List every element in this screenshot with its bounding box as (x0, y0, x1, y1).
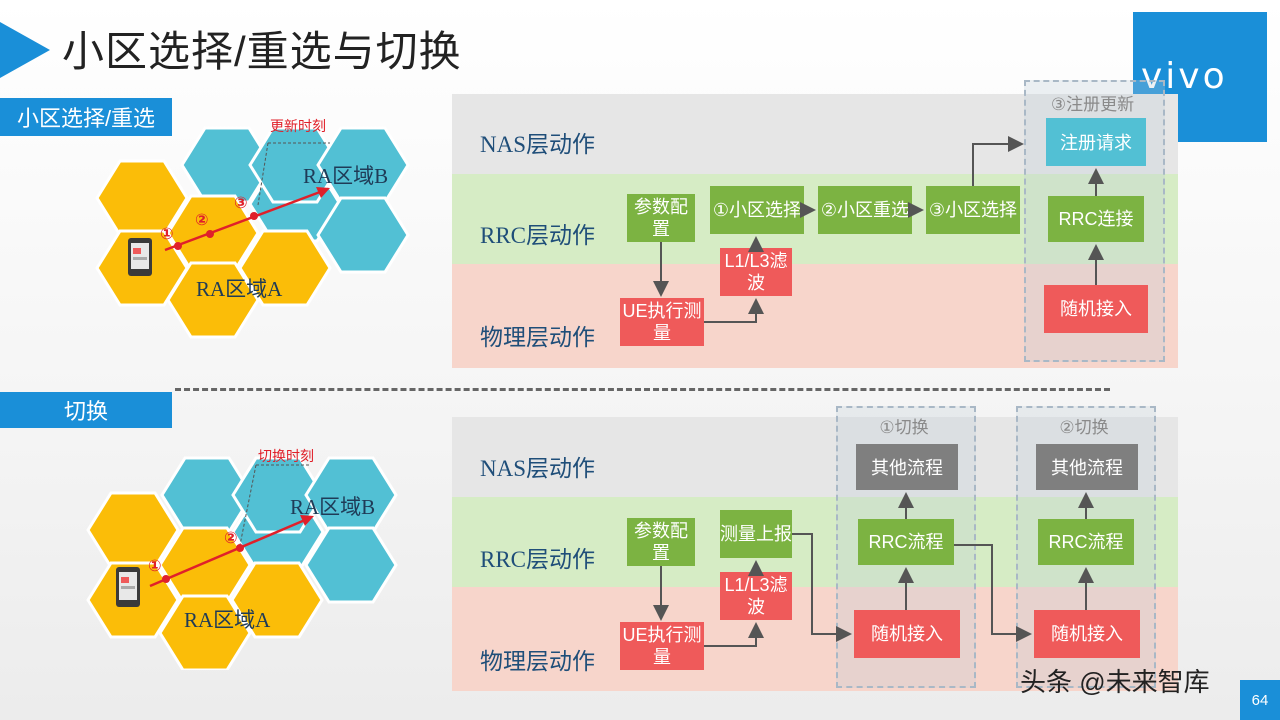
top-move-path (164, 190, 321, 252)
top-arrow-ue-filter (704, 298, 764, 323)
bottom-moment-label: 切换时刻 (258, 448, 314, 464)
bottom-ue-measure: UE执行测量 (620, 622, 704, 670)
top-moment-leader (257, 142, 269, 206)
bottom-measure-report: 测量上报 (720, 510, 792, 558)
top-cell-reselect-2: ②小区重选 (818, 186, 912, 234)
hex-yellow-b4 (158, 594, 252, 670)
bottom-nas-label: NAS层动作 (480, 456, 596, 481)
ho2-other-process: 其他流程 (1036, 444, 1138, 490)
top-marker-3: ③ (234, 195, 248, 212)
bottom-moment-leader (239, 464, 257, 546)
top-move-arrow-icon (316, 187, 330, 198)
top-ue-measure: UE执行测量 (620, 298, 704, 346)
bottom-point-2 (236, 544, 244, 552)
page-title: 小区选择/重选与切换 (62, 28, 462, 75)
section-divider (175, 388, 1110, 391)
hex-yellow-b5 (230, 561, 324, 639)
bottom-area-b-label: RA区域B (290, 495, 376, 519)
top-area-a-label: RA区域A (196, 277, 283, 301)
ho2-random-access: 随机接入 (1034, 610, 1140, 658)
logo-text: vivo (1141, 56, 1228, 97)
top-filter: L1/L3滤波 (720, 248, 792, 296)
hex-cyan-b5 (304, 526, 398, 604)
ho1-random-access: 随机接入 (854, 610, 960, 658)
hex-cyan-5 (316, 196, 410, 274)
watermark-text: 头条 @未来智库 (1020, 667, 1210, 697)
top-marker-1: ① (160, 226, 174, 243)
bottom-filter: L1/L3滤波 (720, 572, 792, 620)
top-phone-icon (128, 238, 152, 276)
top-point-2 (206, 230, 214, 238)
top-register-group-label: ③注册更新 (1050, 95, 1135, 114)
bottom-phone-icon (116, 567, 140, 607)
top-cell-select-3: ③小区选择 (926, 186, 1020, 234)
bottom-move-path (149, 518, 306, 588)
top-rrc-label: RRC层动作 (480, 223, 596, 248)
top-phy-label: 物理层动作 (480, 325, 595, 350)
hex-yellow-4 (166, 261, 260, 339)
bottom-arrow-rrc1-ra2 (954, 544, 1032, 642)
bottom-phy-label: 物理层动作 (480, 649, 595, 674)
bottom-rrc-label: RRC层动作 (480, 547, 596, 572)
top-param-config: 参数配置 (627, 194, 695, 242)
ho1-group-label: ①切换 (879, 418, 929, 437)
top-point-1 (174, 242, 182, 250)
ho1-other-process: 其他流程 (856, 444, 958, 490)
bottom-arrow-ue-filter (704, 622, 764, 647)
bottom-param-config: 参数配置 (627, 518, 695, 566)
top-area-b-label: RA区域B (303, 164, 389, 188)
ho2-group-label: ②切换 (1059, 418, 1109, 437)
page-number: 64 (1240, 680, 1280, 720)
bottom-area-a-label: RA区域A (184, 608, 271, 632)
section-tag-handover: 切换 (0, 392, 172, 428)
top-moment-label: 更新时刻 (270, 118, 326, 134)
hex-yellow-5 (238, 229, 332, 307)
top-point-3 (250, 212, 258, 220)
top-arrow-3-register (972, 136, 1024, 186)
section-tag-reselection: 小区选择/重选 (0, 98, 172, 136)
top-marker-2: ② (195, 212, 209, 229)
top-cell-select-1: ①小区选择 (710, 186, 804, 234)
top-hex-diagram (95, 126, 410, 339)
ho1-rrc-process: RRC流程 (858, 519, 954, 565)
top-rrc-connect: RRC连接 (1048, 196, 1144, 242)
ho2-rrc-process: RRC流程 (1038, 519, 1134, 565)
top-register-request: 注册请求 (1046, 118, 1146, 166)
top-random-access: 随机接入 (1044, 285, 1148, 333)
top-nas-label: NAS层动作 (480, 132, 596, 157)
bottom-arrow-report-ra1 (792, 533, 852, 642)
bottom-marker-2: ② (224, 530, 238, 547)
bottom-point-1 (162, 575, 170, 583)
title-arrow-icon (0, 22, 50, 78)
bottom-move-arrow-icon (300, 515, 314, 526)
bottom-marker-1: ① (148, 558, 162, 575)
bottom-hex-diagram (86, 456, 398, 670)
